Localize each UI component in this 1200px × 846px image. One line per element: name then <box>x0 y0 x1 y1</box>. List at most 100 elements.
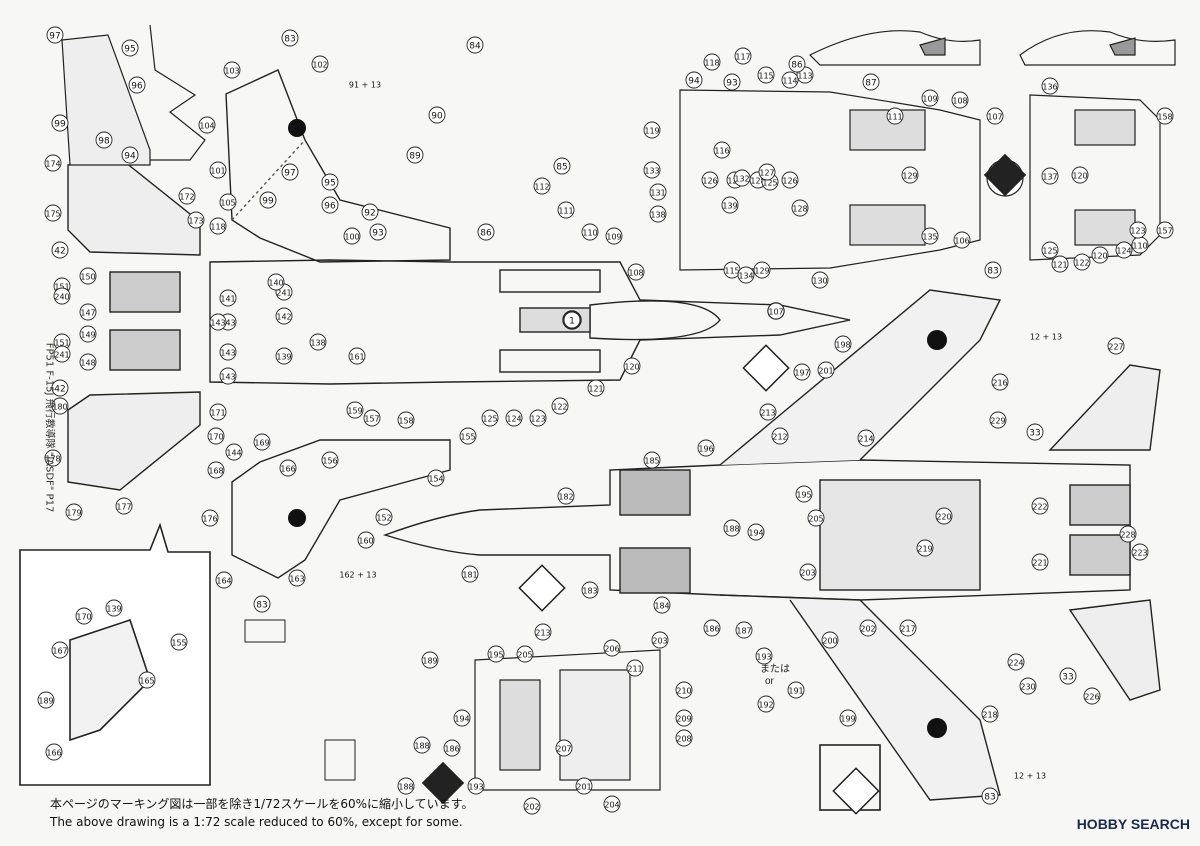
callout-label: 144 <box>226 449 241 458</box>
callout-label: 100 <box>344 233 359 242</box>
callout-label: 189 <box>422 657 437 666</box>
callout-callouts_top_right-26: 129 <box>753 261 771 279</box>
callout-label: 123 <box>1130 227 1145 236</box>
callout-callouts_top_right-28: 115 <box>723 261 741 279</box>
callout-callouts_right-28: 186 <box>703 619 721 637</box>
callout-callouts_bottom_center-16: 188 <box>413 736 431 754</box>
callout-label: 194 <box>748 529 763 538</box>
callout-label: 138 <box>310 339 325 348</box>
callout-callouts_top_left-62: 139 <box>275 347 293 365</box>
callout-callouts_center-6: 107 <box>767 302 785 320</box>
callout-label: 181 <box>462 571 477 580</box>
callout-callouts_center-4: 109 <box>605 227 623 245</box>
callout-label: 185 <box>644 457 659 466</box>
callout-label: 199 <box>840 715 855 724</box>
callout-label: 122 <box>552 403 567 412</box>
callout-callouts_top_left-36: 42 <box>51 379 69 397</box>
callout-label: 143 <box>220 349 235 358</box>
callout-callouts_inset_left-4: 165 <box>138 671 156 689</box>
callout-label: 212 <box>772 433 787 442</box>
callout-callouts_bottom_center-9: 202 <box>523 797 541 815</box>
callout-callouts_bottom_center-4: 210 <box>675 681 693 699</box>
callout-label: 204 <box>604 801 619 810</box>
small-decal-parts <box>244 619 881 811</box>
callout-callouts_right-13: 222 <box>1031 497 1049 515</box>
callout-label: 118 <box>210 223 225 232</box>
callout-callouts_top_left-16: 95 <box>321 173 339 191</box>
callout-callouts_top_right-22: 126 <box>781 171 799 189</box>
callout-callouts_top_left-7: 103 <box>223 61 241 79</box>
callout-label: 154 <box>428 475 443 484</box>
callout-callouts_top_right-34: 110 <box>1131 236 1149 254</box>
callout-label: 85 <box>556 163 567 173</box>
callout-callouts_top_left-21: 86 <box>477 223 495 241</box>
callout-callouts_right-42: 199 <box>839 709 857 727</box>
callout-label: 90 <box>431 112 443 122</box>
callout-label: 126 <box>702 177 717 186</box>
callout-label: 205 <box>808 515 823 524</box>
callout-label: 192 <box>758 701 773 710</box>
callout-callouts_top_left-5: 94 <box>121 146 139 164</box>
callout-label: 121 <box>588 385 603 394</box>
callout-callouts_top_right-29: 134 <box>737 266 755 284</box>
callout-label: 186 <box>704 625 719 634</box>
callout-label: 229 <box>990 417 1005 426</box>
callout-label: 101 <box>210 167 225 176</box>
callout-callouts_right-29: 187 <box>735 621 753 639</box>
callout-callouts_top_left-26: 175 <box>44 204 62 222</box>
callout-label: 202 <box>860 625 875 634</box>
callout-callouts_right-19: 221 <box>1031 553 1049 571</box>
callout-callouts_top_right-12: 108 <box>951 91 969 109</box>
callout-callouts_right-36: 217 <box>899 619 917 637</box>
callout-callouts_inset_left-3: 167 <box>51 641 69 659</box>
callout-callouts_top_right-5: 118 <box>703 53 721 71</box>
callout-callouts_top_right-19: 132 <box>733 169 751 187</box>
sheet-side-caption: FP51 F-15J 飛行教導隊 "JASDF" P17 <box>43 342 55 513</box>
callout-callouts_top_right-6: 94 <box>685 71 703 89</box>
callout-label: 142 <box>276 313 291 322</box>
callout-callouts_top_left-59: 154 <box>427 469 445 487</box>
callout-label: 105 <box>220 199 235 208</box>
callout-label: 119 <box>644 127 659 136</box>
callout-label: 115 <box>758 72 773 81</box>
callout-label: 125 <box>1042 247 1057 256</box>
callout-callouts_top_left-18: 99 <box>259 191 277 209</box>
callout-label: 188 <box>398 783 413 792</box>
callout-label: 108 <box>952 97 967 106</box>
callout-label: 97 <box>284 169 295 179</box>
callout-callouts_bottom_center-2: 206 <box>603 639 621 657</box>
scale-note-japanese: 本ページのマーキング図は一部を除き1/72スケールを60%に縮小しています。 <box>50 797 474 811</box>
callout-label: 98 <box>98 137 110 147</box>
callout-callouts_top_left-47: 171 <box>209 403 227 421</box>
callout-label: 95 <box>324 179 335 189</box>
callout-label: 107 <box>987 113 1002 122</box>
callout-label: 109 <box>922 95 937 104</box>
callout-callouts_right-2: 198 <box>834 335 852 353</box>
callout-label: 116 <box>714 147 729 156</box>
callout-callouts_top_left-60: 161 <box>348 347 366 365</box>
callout-label: 140 <box>268 279 283 288</box>
callout-callouts_center-5: 108 <box>627 263 645 281</box>
callout-callouts_top_left-1: 95 <box>121 39 139 57</box>
callout-label: 147 <box>80 309 95 318</box>
callout-callouts_top_left-13: 101 <box>209 161 227 179</box>
callout-callouts_top_left-10: 84 <box>466 36 484 54</box>
callout-callouts_inset_left-0: 170 <box>75 607 93 625</box>
callout-callouts_right-10: 229 <box>989 411 1007 429</box>
callout-callouts_right-18: 219 <box>916 539 934 557</box>
callout-callouts_top_right-14: 119 <box>643 121 661 139</box>
callout-label: 83 <box>284 35 295 45</box>
callout-callouts_top_left-46: 162 + 13 <box>339 571 376 580</box>
top-view-right-wing <box>231 439 451 579</box>
callout-callouts_top_right-20: 135 <box>921 227 939 245</box>
callout-label: 169 <box>254 439 269 448</box>
callout-label: 158 <box>398 417 413 426</box>
callout-label: 209 <box>676 715 691 724</box>
callout-callouts_center-8: 120 <box>623 357 641 375</box>
callout-label: 96 <box>131 82 143 92</box>
callout-label: 174 <box>45 160 60 169</box>
callout-label: 118 <box>704 59 719 68</box>
tail-inset-top-left <box>61 24 206 166</box>
